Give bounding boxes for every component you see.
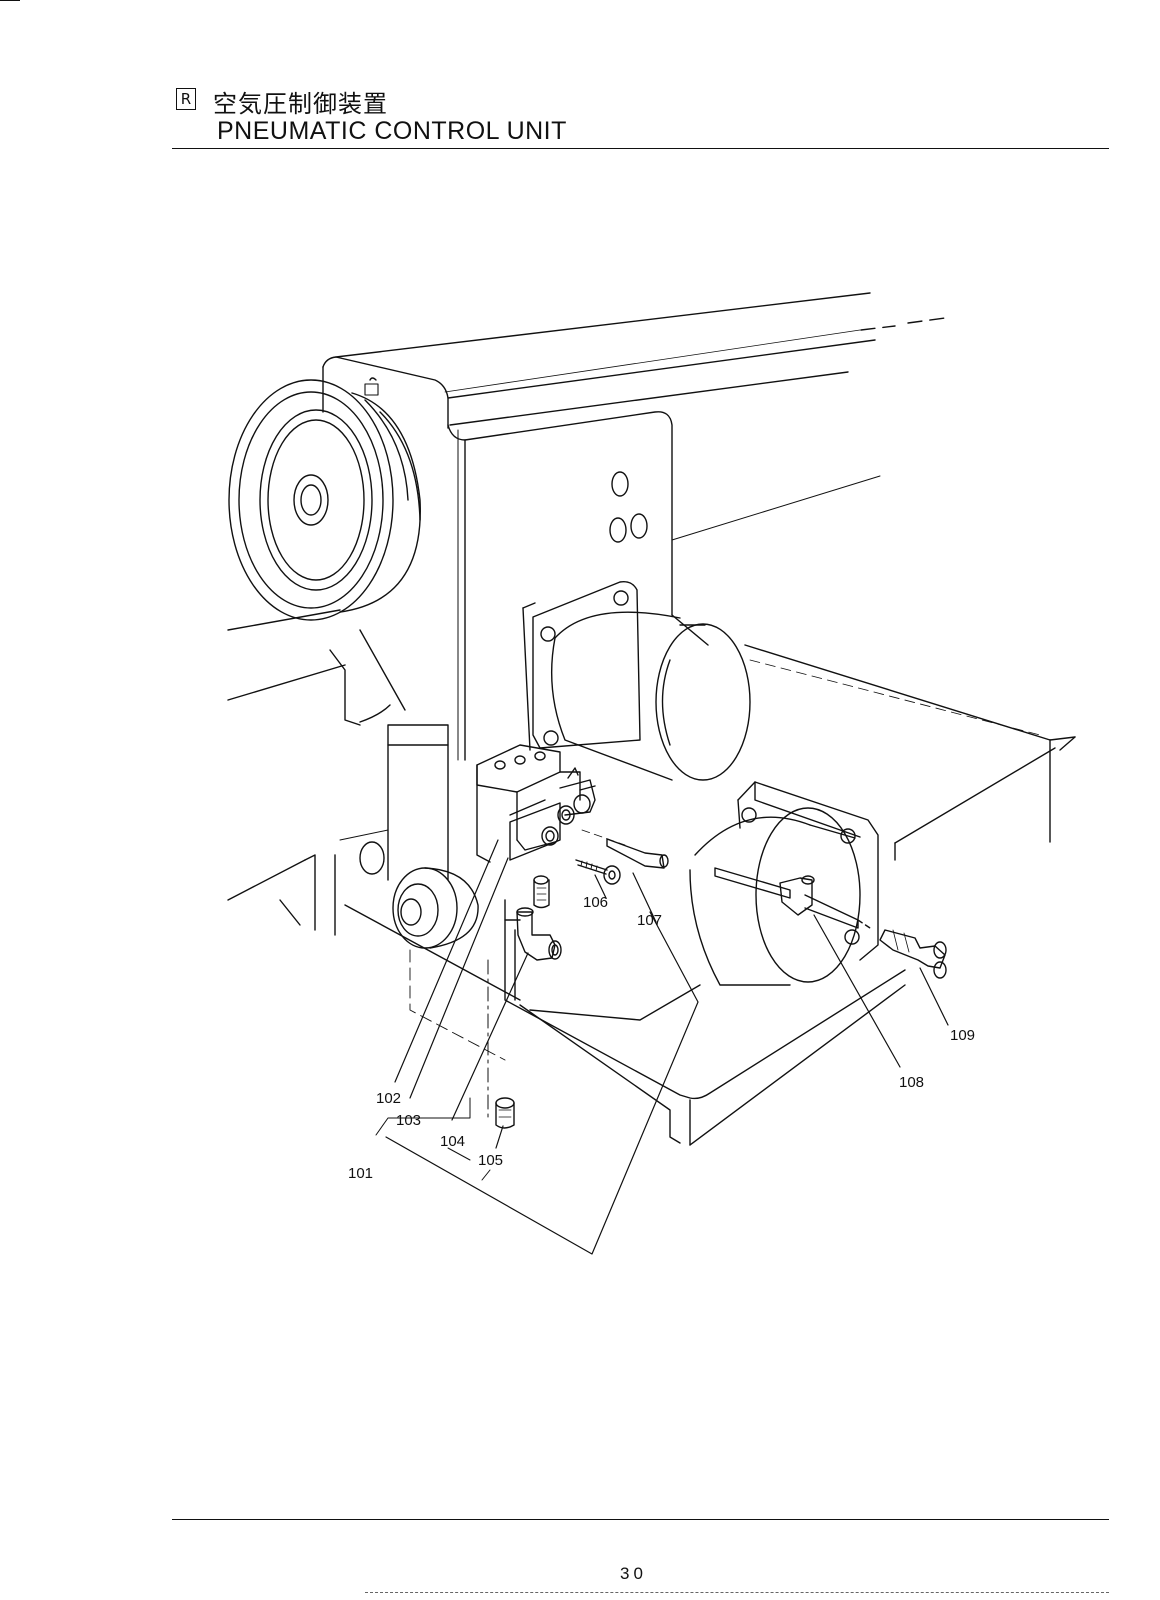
page-title-japanese: 空気圧制御装置 [213,90,388,118]
right-table [744,644,1076,861]
callout-101: 101 [348,1165,373,1182]
tee-joint-108 [714,867,871,929]
muffler-fitting-105 [495,1097,515,1129]
pulley-wheel [228,379,421,621]
upper-cylinder [522,580,751,781]
callout-104: 104 [440,1133,465,1150]
machine-base [344,899,906,1146]
leader-lines [375,839,949,1255]
callout-106: 106 [583,894,608,911]
lower-cylinder [689,781,879,986]
footer-rule [172,1519,1109,1520]
solenoid-valve-block [476,744,596,863]
header-rule [172,148,1109,149]
callout-107: 107 [637,912,662,929]
callout-108: 108 [899,1074,924,1091]
callout-109: 109 [950,1027,975,1044]
page-number: 30 [620,1564,647,1583]
footer-dashed-line [365,1592,1109,1593]
screw-106 [575,859,621,885]
machine-bed-left [227,609,449,936]
muffler-fitting-upper [533,875,550,909]
callout-103: 103 [396,1112,421,1129]
elbow-fitting-104 [516,907,562,961]
page-title-english: PNEUMATIC CONTROL UNIT [217,117,567,145]
machine-housing [447,411,881,761]
corner-mark [0,0,20,1]
tube-107 [581,829,669,869]
y-joint-109 [879,929,947,979]
machine-arm-outline [322,292,946,429]
section-letter-box: R [176,88,196,110]
round-boss [392,867,479,949]
callout-labels: 101 102 103 104 105 106 107 108 109 [348,894,975,1182]
callout-102: 102 [376,1090,401,1107]
callout-105: 105 [478,1152,503,1169]
